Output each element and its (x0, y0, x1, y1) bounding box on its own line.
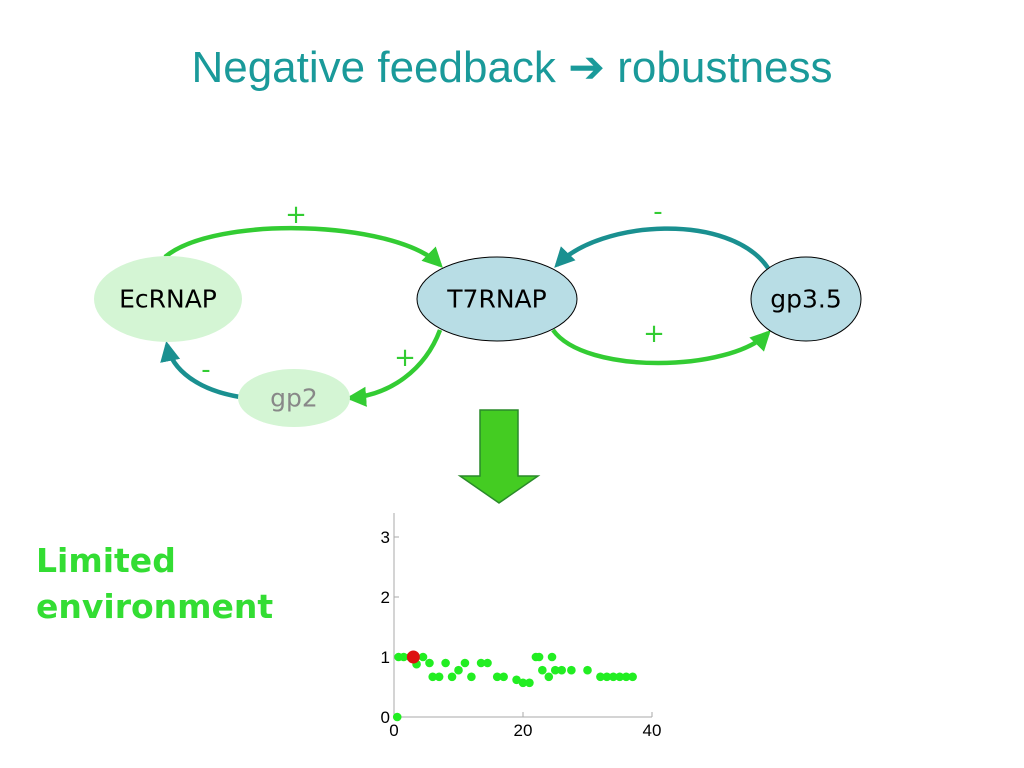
down-arrow-icon (457, 409, 541, 504)
y-tick-label: 1 (381, 648, 390, 667)
data-point (512, 675, 521, 685)
edge-gp2-to-ecrnap (160, 341, 241, 400)
x-tick-label: 40 (643, 721, 662, 740)
edge-gp35-to-t7rnap (554, 226, 770, 270)
node-ecrnap-label: EcRNAP (119, 285, 217, 314)
sign-gp2-to-ecrnap: - (201, 355, 210, 385)
data-point (538, 665, 547, 675)
right-arrow-icon: ➔ (568, 43, 606, 92)
edge-t7rnap-to-gp35 (551, 328, 771, 366)
node-t7rnap-label: T7RNAP (446, 285, 546, 314)
node-gp2-label: gp2 (270, 384, 318, 413)
x-tick-label: 0 (389, 721, 398, 740)
sign-t7rnap-to-gp2: + (394, 343, 416, 373)
y-tick-label: 0 (381, 708, 390, 727)
data-point (483, 658, 492, 668)
data-point (525, 678, 534, 688)
edge-ecrnap-to-t7rnap (163, 225, 443, 268)
data-point (434, 672, 444, 682)
caption-line-2: environment (36, 587, 274, 626)
sign-ecrnap-to-t7rnap: + (285, 200, 307, 230)
data-point (518, 678, 528, 688)
data-point (557, 665, 566, 675)
data-point (492, 672, 502, 682)
data-point (425, 658, 434, 668)
node-ecrnap: EcRNAP (94, 256, 242, 342)
node-gp35: gp3.5 (750, 256, 862, 342)
y-tick-label: 3 (381, 528, 390, 547)
data-point (441, 658, 450, 668)
data-point (550, 665, 560, 675)
data-point (499, 672, 508, 682)
data-point (447, 672, 457, 682)
sign-t7rnap-to-gp35: + (643, 319, 665, 349)
data-point (615, 672, 625, 682)
data-point (621, 672, 631, 682)
node-gp35-label: gp3.5 (770, 285, 842, 314)
data-point (392, 712, 402, 722)
data-point (628, 672, 637, 682)
data-point (460, 658, 470, 668)
caption-line-1: Limited (36, 541, 176, 580)
x-tick-label: 20 (514, 721, 533, 740)
slide-title: Negative feedback ➔ robustness (0, 42, 1024, 93)
data-point (534, 652, 544, 662)
data-point (583, 665, 592, 675)
data-point (567, 665, 576, 675)
scatter-plot: 0 20 40 0 1 2 3 (381, 513, 662, 740)
data-point (428, 672, 437, 682)
data-point (544, 672, 554, 682)
node-t7rnap: T7RNAP (416, 256, 578, 342)
data-point (547, 652, 557, 662)
edge-t7rnap-to-gp2 (345, 329, 443, 407)
environment-caption: Limited environment (36, 538, 273, 630)
data-point (476, 658, 486, 668)
data-point (399, 652, 408, 662)
title-text-before: Negative feedback (191, 43, 556, 92)
highlighted-data-point (406, 650, 420, 664)
data-point (418, 652, 428, 662)
y-tick-label: 2 (381, 588, 390, 607)
data-point (602, 672, 612, 682)
node-gp2: gp2 (238, 369, 350, 427)
data-point (596, 672, 605, 682)
title-text-after: robustness (617, 43, 833, 92)
data-point (609, 672, 618, 682)
sign-gp35-to-t7rnap: - (653, 197, 662, 227)
data-point (454, 665, 463, 675)
data-point (467, 672, 476, 682)
